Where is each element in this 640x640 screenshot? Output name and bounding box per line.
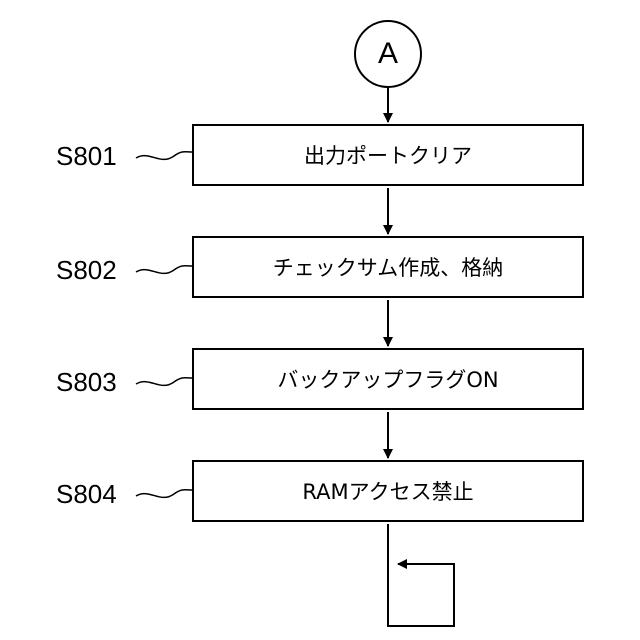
step-id-s804: S804 (56, 479, 117, 510)
process-box-s803: バックアップフラグON (192, 348, 584, 410)
process-text-s803: バックアップフラグON (277, 364, 498, 394)
leader-s803 (136, 378, 192, 386)
process-box-s804: RAMアクセス禁止 (192, 460, 584, 522)
leader-s804 (136, 490, 192, 498)
process-text-s802: チェックサム作成、格納 (273, 252, 504, 282)
loop-line (388, 524, 454, 626)
leader-s801 (136, 152, 192, 160)
process-box-s802: チェックサム作成、格納 (192, 236, 584, 298)
step-id-s801: S801 (56, 141, 117, 172)
process-box-s801: 出力ポートクリア (192, 124, 584, 186)
process-text-s804: RAMアクセス禁止 (302, 476, 473, 506)
connector-a: A (354, 20, 422, 88)
step-id-s802: S802 (56, 255, 117, 286)
leader-s802 (136, 266, 192, 274)
step-id-s803: S803 (56, 367, 117, 398)
process-text-s801: 出力ポートクリア (304, 140, 472, 170)
